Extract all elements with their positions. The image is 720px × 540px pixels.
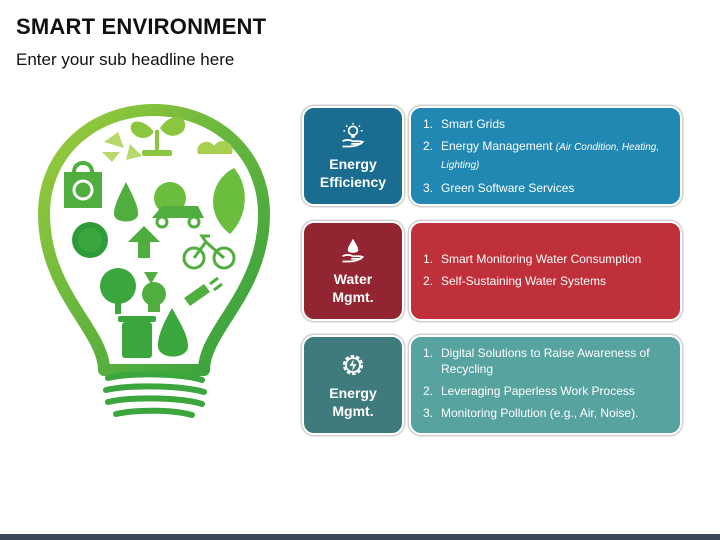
- recycle-arrows-icon: [128, 226, 160, 284]
- hand-lightbulb-icon: [342, 122, 365, 147]
- car-icon: [152, 206, 204, 229]
- category-details-water-mgmt: 1. Smart Monitoring Water Consumption 2.…: [409, 221, 682, 321]
- list-item: 1. Smart Grids: [423, 116, 670, 132]
- recycle-bin-icon: [118, 316, 156, 358]
- item-list: 1. Digital Solutions to Raise Awareness …: [423, 345, 670, 421]
- item-number: 3.: [423, 181, 434, 195]
- category-label-line2: Mgmt.: [332, 402, 374, 419]
- cloud-icon: [197, 140, 233, 154]
- list-item: 1. Smart Monitoring Water Consumption: [423, 251, 670, 267]
- category-label-line2: Efficiency: [319, 173, 387, 190]
- small-bulb-icon: [142, 282, 166, 312]
- category-label-energy-efficiency: Energy Efficiency: [302, 106, 404, 206]
- item-text: Smart Grids: [441, 117, 506, 131]
- footer-bar: [0, 534, 720, 540]
- hand-water-drop-icon: [342, 238, 365, 262]
- page-title: SMART ENVIRONMENT: [16, 14, 267, 39]
- category-details-energy-efficiency: 1. Smart Grids 2. Energy Management (Air…: [409, 106, 682, 206]
- category-label-line1: Energy: [329, 155, 377, 172]
- item-text: Energy Management: [441, 139, 553, 153]
- item-list: 1. Smart Grids 2. Energy Management (Air…: [423, 116, 670, 196]
- page-subtitle: Enter your sub headline here: [16, 50, 235, 69]
- list-item: 2. Leveraging Paperless Work Process: [423, 383, 670, 399]
- item-text: Smart Monitoring Water Consumption: [441, 252, 642, 266]
- bicycle-icon: [182, 234, 236, 270]
- list-item: 3. Monitoring Pollution (e.g., Air, Nois…: [423, 405, 670, 421]
- item-number: 2.: [423, 384, 434, 398]
- item-number: 1.: [423, 346, 434, 360]
- tree-icon: [100, 268, 136, 314]
- water-drop-icon: [114, 182, 138, 222]
- item-text: Self-Sustaining Water Systems: [441, 274, 606, 288]
- water-drop-bottom-icon: [158, 308, 188, 357]
- leaf-icon: [213, 168, 245, 234]
- eco-lightbulb-illustration: [38, 104, 270, 418]
- item-text: Green Software Services: [441, 181, 575, 195]
- item-number: 1.: [423, 252, 434, 266]
- category-label-line2: Mgmt.: [332, 288, 374, 305]
- item-text: Monitoring Pollution (e.g., Air, Noise).: [441, 406, 639, 420]
- bulb-outline: [38, 104, 270, 376]
- category-row-energy-mgmt: Energy Mgmt. 1. Digital Solutions to Rai…: [302, 335, 682, 435]
- sun-badge-icon: [72, 222, 108, 258]
- bulb-base-coil: [103, 371, 207, 418]
- item-number: 1.: [423, 117, 434, 131]
- list-item: 2. Energy Management (Air Condition, Hea…: [423, 138, 670, 174]
- item-text: Digital Solutions to Raise Awareness of …: [441, 346, 650, 376]
- list-item: 1. Digital Solutions to Raise Awareness …: [423, 345, 670, 377]
- item-number: 3.: [423, 406, 434, 420]
- item-number: 2.: [423, 139, 434, 153]
- item-note: (Air Condition, Heating, Lighting): [441, 142, 660, 171]
- category-row-energy-efficiency: Energy Efficiency 1. Smart Grids 2. Ener…: [302, 106, 682, 206]
- recycle-icon: [102, 132, 142, 162]
- plant-sprout-icon: [130, 116, 186, 156]
- gear-lightning-icon: [342, 354, 364, 375]
- category-label-energy-mgmt: Energy Mgmt.: [302, 335, 404, 435]
- category-label-water-mgmt: Water Mgmt.: [302, 221, 404, 321]
- list-item: 3. Green Software Services: [423, 180, 670, 196]
- category-label-line1: Energy: [329, 384, 377, 401]
- shopping-bag-icon: [64, 161, 102, 208]
- plug-icon: [184, 276, 223, 306]
- category-label-line1: Water: [333, 270, 373, 287]
- list-item: 2. Self-Sustaining Water Systems: [423, 273, 670, 289]
- category-row-water-mgmt: Water Mgmt. 1. Smart Monitoring Water Co…: [302, 221, 682, 321]
- item-text: Leveraging Paperless Work Process: [441, 384, 635, 398]
- category-details-energy-mgmt: 1. Digital Solutions to Raise Awareness …: [409, 335, 682, 435]
- item-number: 2.: [423, 274, 434, 288]
- item-list: 1. Smart Monitoring Water Consumption 2.…: [423, 251, 670, 289]
